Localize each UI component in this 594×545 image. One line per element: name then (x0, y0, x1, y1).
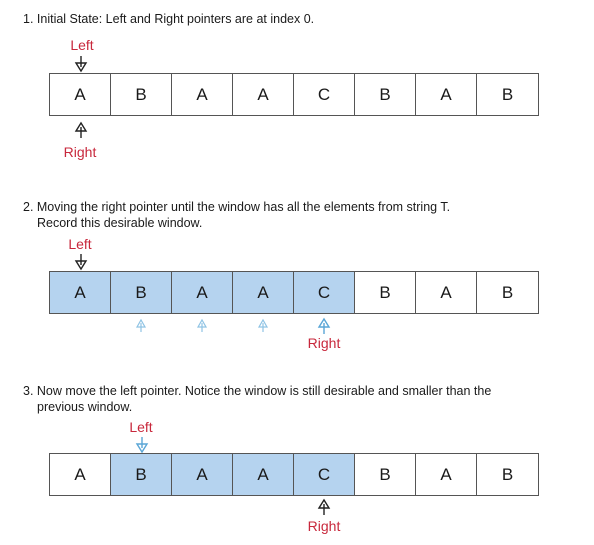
step-2-left-label: Left (68, 236, 92, 252)
array-cell: A (416, 74, 477, 115)
trail-pointer-icon (197, 318, 208, 332)
step-2-caption-line1: 2. Moving the right pointer until the wi… (23, 200, 451, 214)
array-cell: A (416, 272, 477, 313)
array-cell: C (294, 74, 355, 115)
array-cell: C (294, 272, 355, 313)
trail-pointer-icon (258, 318, 269, 332)
array-cell: A (233, 74, 294, 115)
step-2-caption-line2: Record this desirable window. (37, 216, 203, 230)
array-cell: A (172, 272, 233, 313)
step-1-caption: 1. Initial State: Left and Right pointer… (23, 12, 315, 26)
array-cell: B (111, 272, 172, 313)
step-3-caption-line1: 3. Now move the left pointer. Notice the… (23, 384, 492, 398)
step-3-right-label: Right (307, 518, 341, 534)
array-cell: C (294, 454, 355, 495)
array-cell: A (233, 454, 294, 495)
array-cell: B (355, 454, 416, 495)
array-cell: B (501, 282, 514, 302)
step-1-right-label: Right (63, 144, 97, 160)
step-3-right-pointer-icon (317, 498, 331, 515)
array-cell: A (416, 454, 477, 495)
array-cell: A (233, 272, 294, 313)
array-cell: A (172, 454, 233, 495)
step-1-left-label: Left (70, 37, 94, 53)
array-cell: B (111, 74, 172, 115)
step-3-left-pointer-icon (135, 437, 149, 454)
array-cell: A (50, 74, 111, 115)
array-cell: B (355, 272, 416, 313)
trail-pointer-icon (135, 318, 146, 332)
array-cell: A (50, 272, 111, 313)
array-cell: A (172, 74, 233, 115)
step-1-right-pointer-icon (74, 121, 88, 138)
step-2-right-label: Right (307, 335, 341, 351)
step-3-left-label: Left (129, 419, 153, 435)
array-cell: B (501, 464, 514, 484)
step-2-right-pointer-icon (317, 317, 331, 334)
array-cell: B (355, 74, 416, 115)
array-cell: A (50, 454, 111, 495)
step-2-left-pointer-icon (74, 254, 88, 271)
step-1-left-pointer-icon (74, 56, 88, 73)
array-cell: B (111, 454, 172, 495)
array-cell: B (501, 84, 514, 104)
step-3-caption-line2: previous window. (37, 400, 133, 414)
